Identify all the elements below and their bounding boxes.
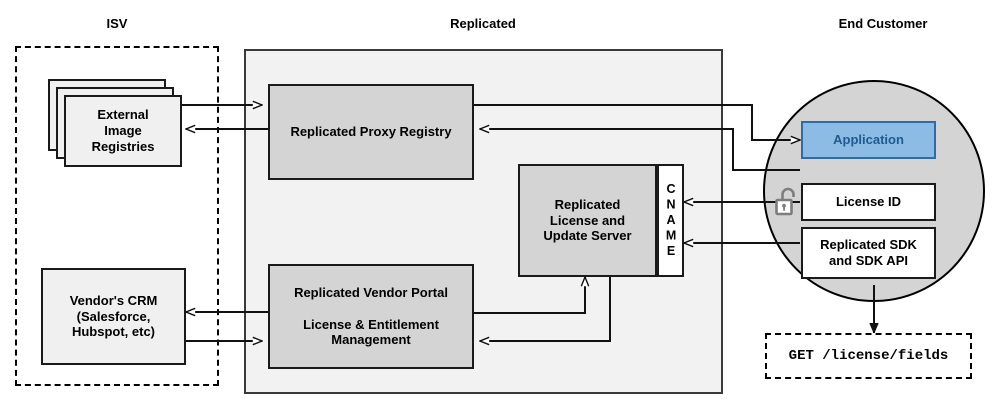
replicated-proxy-registry[interactable]: Replicated Proxy Registry — [268, 84, 474, 180]
api-request-label: GET /license/fields — [788, 348, 949, 364]
replicated-vendor-portal-label: Replicated Vendor Portal License & Entit… — [294, 284, 448, 348]
license-id[interactable]: License ID — [801, 183, 936, 221]
vendors-crm-label: Vendor's CRM (Salesforce, Hubspot, etc) — [69, 292, 158, 340]
api-request-box[interactable]: GET /license/fields — [765, 333, 972, 379]
zone-label-replicated: Replicated — [450, 16, 516, 31]
replicated-vendor-portal[interactable]: Replicated Vendor Portal License & Entit… — [268, 264, 474, 369]
external-image-registries-label: External Image Registries — [91, 107, 155, 154]
replicated-sdk[interactable]: Replicated SDK and SDK API — [801, 227, 936, 279]
replicated-proxy-registry-label: Replicated Proxy Registry — [290, 124, 452, 140]
zone-label-isv: ISV — [106, 16, 128, 31]
replicated-license-update-server-label: Replicated License and Update Server — [543, 196, 632, 244]
isv-boundary — [15, 46, 219, 386]
replicated-sdk-label: Replicated SDK and SDK API — [820, 237, 917, 268]
cname-badge[interactable]: CNAME — [657, 164, 684, 277]
cname-badge-label: CNAME — [664, 181, 679, 260]
external-image-registries[interactable]: External Image Registries — [64, 95, 182, 167]
replicated-license-update-server[interactable]: Replicated License and Update Server — [518, 164, 657, 277]
zone-label-end-customer: End Customer — [838, 16, 928, 31]
application-label: Application — [833, 132, 904, 148]
application[interactable]: Application — [801, 121, 936, 159]
vendors-crm[interactable]: Vendor's CRM (Salesforce, Hubspot, etc) — [41, 268, 186, 365]
license-id-label: License ID — [835, 194, 902, 210]
unlock-icon — [775, 187, 795, 216]
